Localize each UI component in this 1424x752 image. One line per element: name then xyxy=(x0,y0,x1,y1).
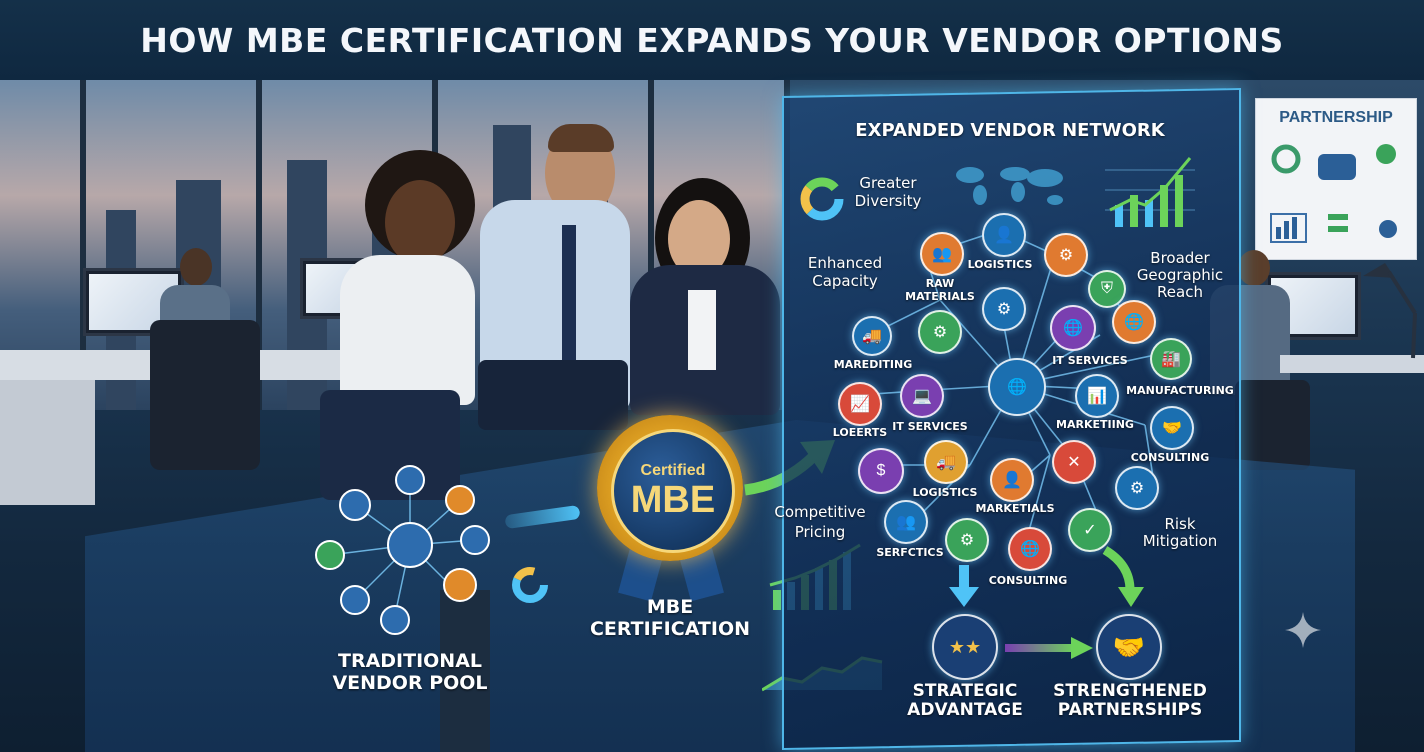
mbe-certification-label: MBE CERTIFICATION xyxy=(570,596,770,640)
node-label: CONSULTING xyxy=(1130,451,1210,464)
badge-top-text: Certified xyxy=(640,462,706,479)
benefit-enhanced-capacity: Enhanced Capacity xyxy=(800,254,890,290)
panel-title: EXPANDED VENDOR NETWORK xyxy=(855,120,1165,141)
arrow-down-icon xyxy=(949,565,979,607)
label-line: Pricing xyxy=(794,523,846,541)
label-line: Broader xyxy=(1150,249,1210,267)
label-line: Reach xyxy=(1157,283,1203,301)
factory-icon: 🏭 xyxy=(1150,338,1192,380)
node-label: RAW MATERIALS xyxy=(900,277,980,303)
growth-chart-icon xyxy=(1105,157,1195,227)
arrow-right-icon xyxy=(1005,637,1093,659)
world-map-icon xyxy=(956,167,1063,205)
traditional-vendor-pool-label: TRADITIONAL VENDOR POOL xyxy=(300,650,520,694)
label-line: TRADITIONAL xyxy=(337,650,483,672)
settings-icon: ⚙ xyxy=(982,287,1026,331)
traditional-vendor-network xyxy=(315,465,490,635)
node-label: CONSULTING xyxy=(988,574,1068,587)
shield-icon: ⛨ xyxy=(1088,270,1126,308)
label-line: MATERIALS xyxy=(905,290,975,303)
node-label: IT SERVICES xyxy=(1052,354,1128,367)
certified-mbe-badge: Certified MBE xyxy=(597,415,743,561)
node-label: IT SERVICES xyxy=(892,420,968,433)
board-title: PARTNERSHIP xyxy=(1279,109,1393,126)
tools-icon: ✕ xyxy=(1052,440,1096,484)
chart-icon: 📈 xyxy=(838,382,882,426)
node-label: MARKETIALS xyxy=(975,502,1055,515)
page-title: HOW MBE CERTIFICATION EXPANDS YOUR VENDO… xyxy=(140,20,1284,60)
label-line: VENDOR POOL xyxy=(332,672,488,694)
node-label: MARKETIING xyxy=(1056,418,1134,431)
laptop-icon: 💻 xyxy=(900,374,944,418)
truck-icon: 🚚 xyxy=(924,440,968,484)
label-line: STRENGTHENED xyxy=(1053,681,1207,701)
node-label: LOGISTICS xyxy=(912,486,978,499)
sparkle-icon xyxy=(1285,612,1321,648)
globe-icon: 🌐 xyxy=(988,358,1046,416)
globe-icon: 🌐 xyxy=(1050,305,1096,351)
handshake-icon: 🤝 xyxy=(1096,614,1162,680)
gear-icon: ⚙ xyxy=(918,310,962,354)
label-line: ADVANTAGE xyxy=(907,700,1023,720)
strategic-advantage-label: STRATEGIC ADVANTAGE xyxy=(895,682,1035,720)
user-icon: 👤 xyxy=(990,458,1034,502)
label-line: Competitive xyxy=(774,503,866,521)
user-icon: 👤 xyxy=(982,213,1026,257)
node-label: SERFCTICS xyxy=(876,546,944,559)
label-line: STRATEGIC xyxy=(912,681,1018,701)
arrow-down-icon xyxy=(1102,546,1144,607)
node-label: LOGISTICS xyxy=(967,258,1033,271)
label-line: Risk xyxy=(1164,515,1196,533)
label-line: Geographic xyxy=(1136,266,1224,284)
node-label: MAREDITING xyxy=(833,358,913,371)
label-line: PARTNERSHIPS xyxy=(1057,700,1203,720)
people-icon: 👥 xyxy=(920,232,964,276)
label-line: Greater xyxy=(859,174,917,192)
node-label: MANUFACTURING xyxy=(1126,384,1234,397)
donut-chart-icon xyxy=(512,567,548,603)
gear-icon: ⚙ xyxy=(945,518,989,562)
label-line: Diversity xyxy=(854,192,922,210)
stars-icon: ★★ xyxy=(932,614,998,680)
desk-lamp-icon xyxy=(1363,263,1417,359)
globe-icon: 🌐 xyxy=(1008,527,1052,571)
network-icon: ⚙ xyxy=(1115,466,1159,510)
label-line: MBE xyxy=(646,596,694,618)
chart-icon: 📊 xyxy=(1075,374,1119,418)
badge-main-text: MBE xyxy=(630,479,716,521)
handshake-icon xyxy=(1270,144,1397,243)
globe-icon: 🌐 xyxy=(1112,300,1156,344)
benefit-greater-diversity: Greater Diversity xyxy=(848,174,928,210)
benefit-competitive-pricing: Competitive Pricing xyxy=(765,502,875,542)
handshake-icon: 🤝 xyxy=(1150,406,1194,450)
people-icon: 👥 xyxy=(884,500,928,544)
truck-icon: 🚚 xyxy=(852,316,892,356)
dollar-icon: $ xyxy=(858,448,904,494)
title-banner: HOW MBE CERTIFICATION EXPANDS YOUR VENDO… xyxy=(0,0,1424,81)
label-line: Mitigation xyxy=(1142,532,1218,550)
node-label: LOEERTS xyxy=(832,426,888,439)
label-line: CERTIFICATION xyxy=(589,618,751,640)
strengthened-partnerships-label: STRENGTHENED PARTNERSHIPS xyxy=(1045,682,1215,720)
table-leg xyxy=(440,590,490,752)
partnership-board: PARTNERSHIP xyxy=(1255,98,1417,260)
shield-check-icon: ✓ xyxy=(1068,508,1112,552)
gear-icon: ⚙ xyxy=(1044,233,1088,277)
label-line: Capacity xyxy=(812,272,878,290)
pie-chart-icon xyxy=(800,177,844,221)
benefit-risk-mitigation: Risk Mitigation xyxy=(1130,516,1230,550)
benefit-broader-reach: Broader Geographic Reach xyxy=(1130,250,1230,301)
label-line: RAW xyxy=(925,277,955,290)
desk-drawers xyxy=(0,380,95,505)
label-line: Enhanced xyxy=(807,254,883,272)
office-desk xyxy=(1280,355,1424,373)
